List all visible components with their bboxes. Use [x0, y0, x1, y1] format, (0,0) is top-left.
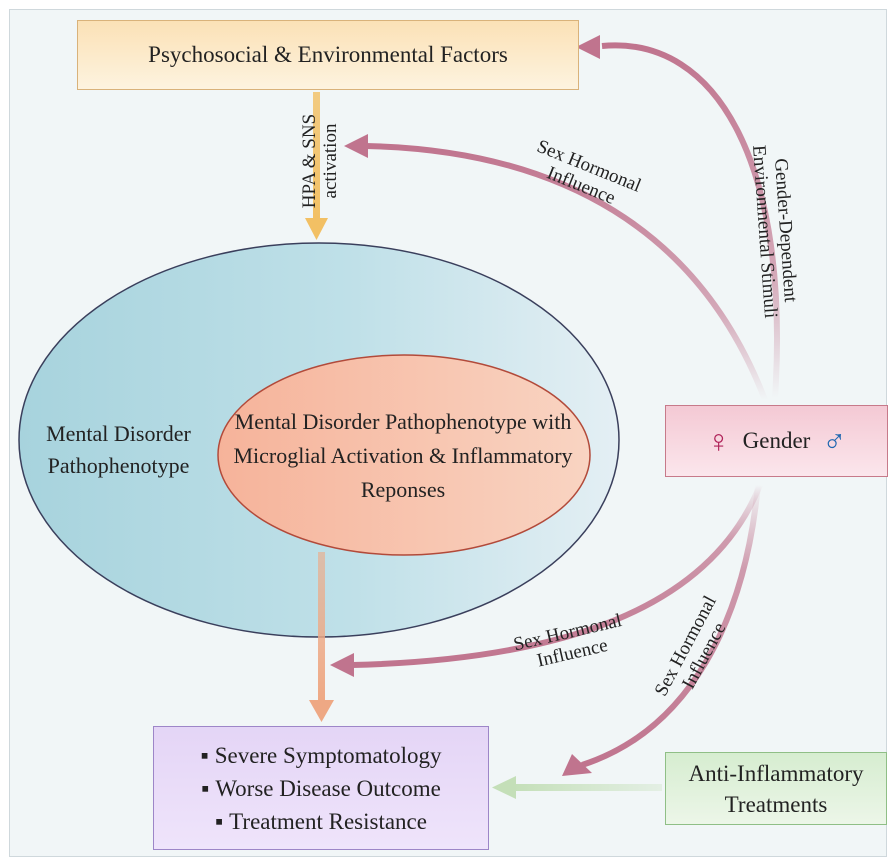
gender-label: Gender — [742, 428, 811, 453]
hpa-arrow — [305, 92, 328, 240]
outcome-box: Severe Symptomatology Worse Disease Outc… — [153, 726, 489, 850]
psychosocial-factors-box: Psychosocial & Environmental Factors — [77, 20, 579, 90]
inner-ellipse — [217, 354, 591, 556]
outcome-item: Treatment Resistance — [215, 805, 427, 838]
pathophenotype-to-outcome-arrow — [309, 552, 334, 722]
sex-hormonal-top-arrow — [344, 134, 768, 402]
anti-inflammatory-box: Anti-Inflammatory Treatments — [665, 752, 887, 825]
sex-hormonal-low-arrow — [562, 484, 761, 776]
outcome-item: Worse Disease Outcome — [201, 772, 441, 805]
anti-inflammatory-arrow — [492, 776, 662, 799]
gender-box: ♀ Gender ♂ — [665, 405, 888, 477]
hpa-sns-line1: HPA & SNS — [299, 113, 320, 209]
hpa-sns-line2: activation — [320, 123, 341, 199]
outer-ellipse-label: Mental Disorder Pathophenotype — [46, 421, 191, 478]
anti-inflammatory-label: Anti-Inflammatory Treatments — [688, 760, 864, 817]
outcome-item: Severe Symptomatology — [201, 739, 442, 772]
female-symbol-icon: ♀ — [706, 423, 731, 459]
psychosocial-factors-label: Psychosocial & Environmental Factors — [148, 42, 508, 67]
sex-hormonal-mid-arrow — [330, 483, 763, 677]
inner-ellipse-label: Mental Disorder Pathophenotype with Micr… — [233, 409, 573, 502]
gender-environment-arrow — [576, 35, 781, 399]
male-symbol-icon: ♂ — [822, 423, 847, 459]
hpa-sns-label: HPA & SNS activation — [299, 81, 341, 241]
